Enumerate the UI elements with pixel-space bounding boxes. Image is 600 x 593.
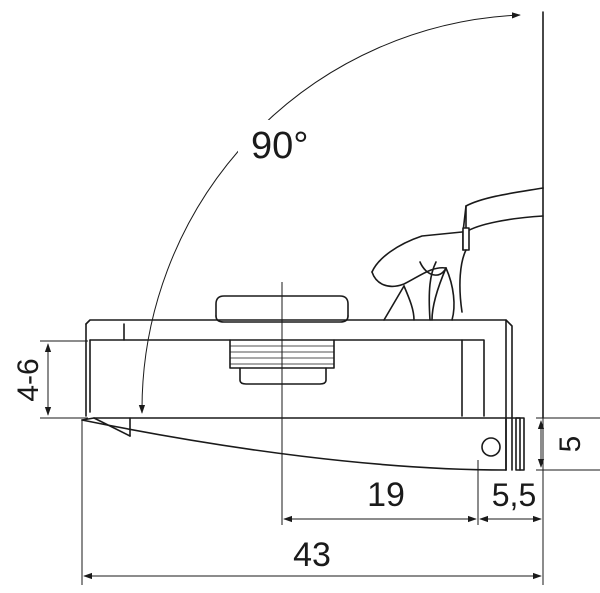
dimension-19: 19 (283, 476, 477, 523)
opening-angle-dimension: 90° (138, 12, 521, 414)
dim-5-5-label: 5,5 (492, 477, 536, 513)
angle-arc (138, 12, 521, 414)
edge-label: 5 (554, 436, 587, 453)
mounting-plate (85, 295, 513, 471)
angle-label: 90° (251, 125, 308, 167)
dimension-edge: 5 (537, 420, 587, 468)
thickness-label: 4-6 (12, 358, 45, 401)
dimension-thickness: 4-6 (12, 343, 52, 416)
dim-43-label: 43 (293, 536, 331, 574)
hinge-cover (81, 417, 525, 471)
dimension-5-5: 5,5 (479, 477, 542, 523)
pivot-pin (481, 437, 501, 457)
hinge-arm (371, 187, 544, 321)
dim-19-label: 19 (367, 476, 405, 514)
dimension-43: 43 (83, 536, 542, 580)
